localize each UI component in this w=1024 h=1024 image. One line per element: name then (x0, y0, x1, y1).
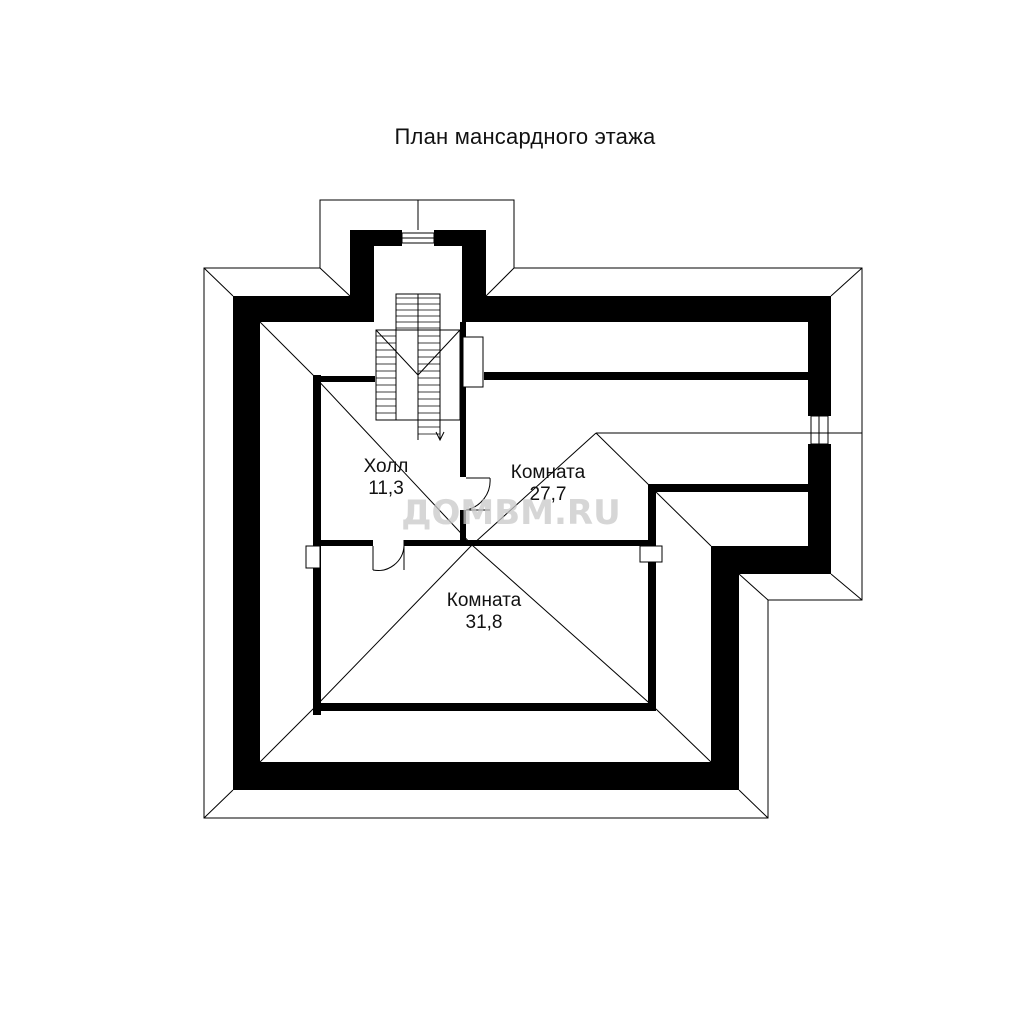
watermark: ДОМВМ.RU (401, 493, 620, 533)
interior-walls (313, 322, 808, 715)
window-right (810, 415, 829, 445)
pilasters (305, 545, 663, 569)
room-right-area: 27,7 (530, 484, 567, 505)
room-hall-name: Холл (364, 456, 409, 477)
roof-outline (203, 199, 863, 819)
room-bottom-name: Комната (447, 590, 522, 611)
chimney (462, 336, 484, 388)
door-hall-bedroom (372, 540, 405, 571)
door-hall-room (465, 477, 491, 511)
exterior-walls (233, 230, 831, 790)
stair-treads (376, 297, 440, 435)
stair-arrow (435, 400, 445, 442)
room-hall-area: 11,3 (368, 478, 404, 499)
room-right-name: Комната (511, 462, 586, 483)
window-top (401, 232, 435, 244)
staircase (375, 293, 461, 440)
room-bottom-area: 31,8 (466, 612, 503, 633)
plan-title: План мансардного этажа (394, 124, 656, 149)
room-right: Комната 27,7 (511, 462, 586, 505)
roof-lines (259, 321, 862, 763)
room-bottom: Комната 31,8 (447, 590, 522, 633)
room-hall: Холл 11,3 (364, 456, 409, 499)
